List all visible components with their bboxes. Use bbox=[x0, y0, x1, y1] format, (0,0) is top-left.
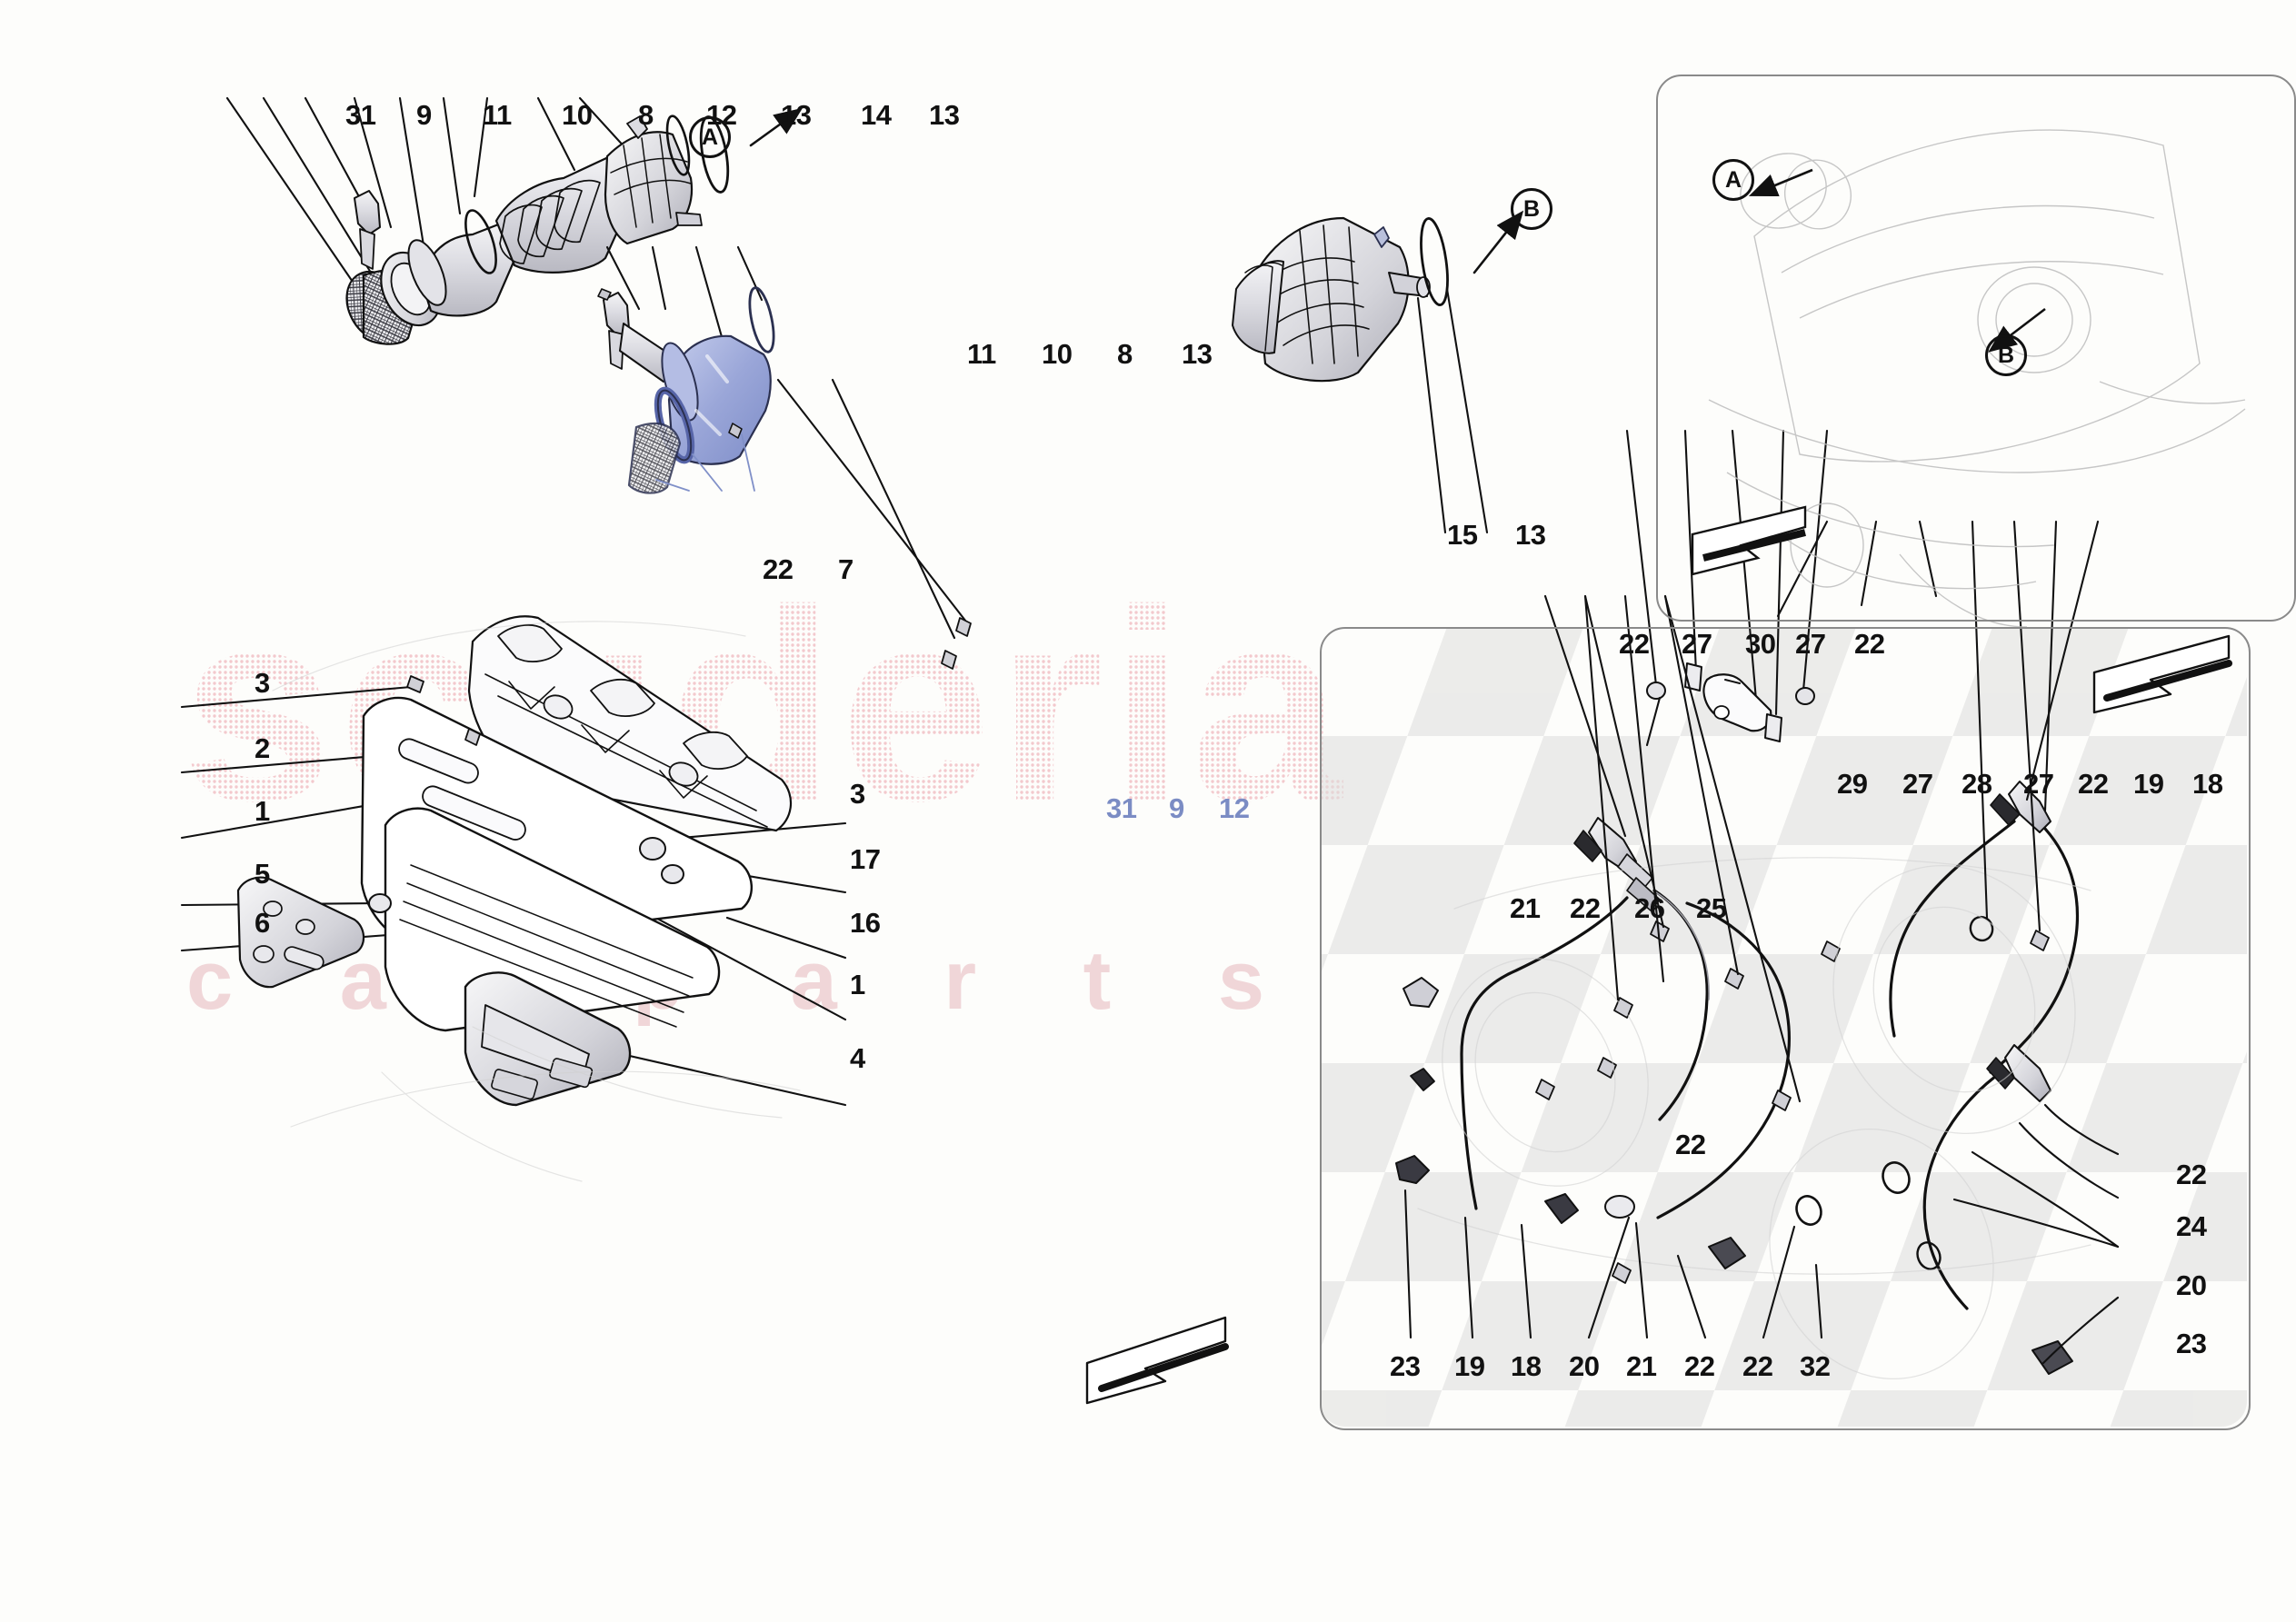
callout-27: 27 bbox=[1682, 628, 1712, 660]
callout-5: 5 bbox=[255, 858, 270, 890]
callout-12: 12 bbox=[706, 99, 737, 131]
callout-22: 22 bbox=[2176, 1159, 2207, 1190]
callout-27: 27 bbox=[1795, 628, 1826, 660]
inset-panel-engine-overview bbox=[1656, 75, 2296, 622]
callout-22: 22 bbox=[2078, 768, 2109, 800]
callout-22: 22 bbox=[1570, 892, 1601, 924]
callout-22: 22 bbox=[763, 553, 794, 585]
callout-11: 11 bbox=[967, 338, 996, 370]
callout-4: 4 bbox=[850, 1042, 865, 1074]
callout-28: 28 bbox=[1962, 768, 1992, 800]
callout-13: 13 bbox=[929, 99, 960, 131]
marker-a-inset: A bbox=[1712, 159, 1754, 201]
callout-9: 9 bbox=[416, 99, 432, 131]
callout-22: 22 bbox=[1684, 1350, 1715, 1382]
callout-8: 8 bbox=[638, 99, 654, 131]
callout-22: 22 bbox=[1675, 1129, 1706, 1160]
callout-23: 23 bbox=[2176, 1328, 2207, 1359]
callout-15: 15 bbox=[1447, 519, 1478, 551]
callout-23: 23 bbox=[1390, 1350, 1421, 1382]
inset-panel-sensor-wiring bbox=[1320, 627, 2251, 1430]
callout-1: 1 bbox=[255, 795, 270, 827]
callout-14: 14 bbox=[861, 99, 892, 131]
callout-22: 22 bbox=[1619, 628, 1650, 660]
callout-21: 21 bbox=[1510, 892, 1541, 924]
callout-20: 20 bbox=[1569, 1350, 1600, 1382]
callout-18: 18 bbox=[2192, 768, 2223, 800]
callout-13: 13 bbox=[1515, 519, 1546, 551]
callout-6: 6 bbox=[255, 907, 270, 939]
callout-30: 30 bbox=[1745, 628, 1776, 660]
callout-24: 24 bbox=[2176, 1210, 2207, 1242]
callout-10: 10 bbox=[562, 99, 593, 131]
callout-19: 19 bbox=[2133, 768, 2164, 800]
callout-2: 2 bbox=[255, 732, 270, 764]
callout-13: 13 bbox=[1182, 338, 1213, 370]
callout-27: 27 bbox=[2023, 768, 2054, 800]
marker-b-inset: B bbox=[1985, 334, 2027, 376]
callout-3: 3 bbox=[255, 667, 270, 699]
callout-13: 13 bbox=[781, 99, 812, 131]
callout-20: 20 bbox=[2176, 1269, 2207, 1301]
callout-18: 18 bbox=[1511, 1350, 1542, 1382]
marker-a-top: A bbox=[689, 116, 731, 158]
callout-21: 21 bbox=[1626, 1350, 1657, 1382]
callout-31: 31 bbox=[345, 99, 376, 131]
callout-29: 29 bbox=[1837, 768, 1868, 800]
callout-16: 16 bbox=[850, 907, 881, 939]
callout-11: 11 bbox=[483, 99, 512, 131]
callout-8: 8 bbox=[1117, 338, 1133, 370]
marker-b-mid: B bbox=[1511, 188, 1552, 230]
callout-26: 26 bbox=[1634, 892, 1665, 924]
callout-32: 32 bbox=[1800, 1350, 1831, 1382]
callout-9: 9 bbox=[1169, 792, 1184, 824]
callout-3: 3 bbox=[850, 778, 865, 810]
callout-22: 22 bbox=[1854, 628, 1885, 660]
callout-1: 1 bbox=[850, 969, 865, 1000]
callout-17: 17 bbox=[850, 843, 881, 875]
callout-22: 22 bbox=[1742, 1350, 1773, 1382]
callout-25: 25 bbox=[1696, 892, 1727, 924]
callout-12: 12 bbox=[1219, 792, 1250, 824]
callout-10: 10 bbox=[1042, 338, 1073, 370]
callout-31: 31 bbox=[1106, 792, 1137, 824]
callout-27: 27 bbox=[1902, 768, 1933, 800]
callout-7: 7 bbox=[838, 553, 854, 585]
callout-19: 19 bbox=[1454, 1350, 1485, 1382]
